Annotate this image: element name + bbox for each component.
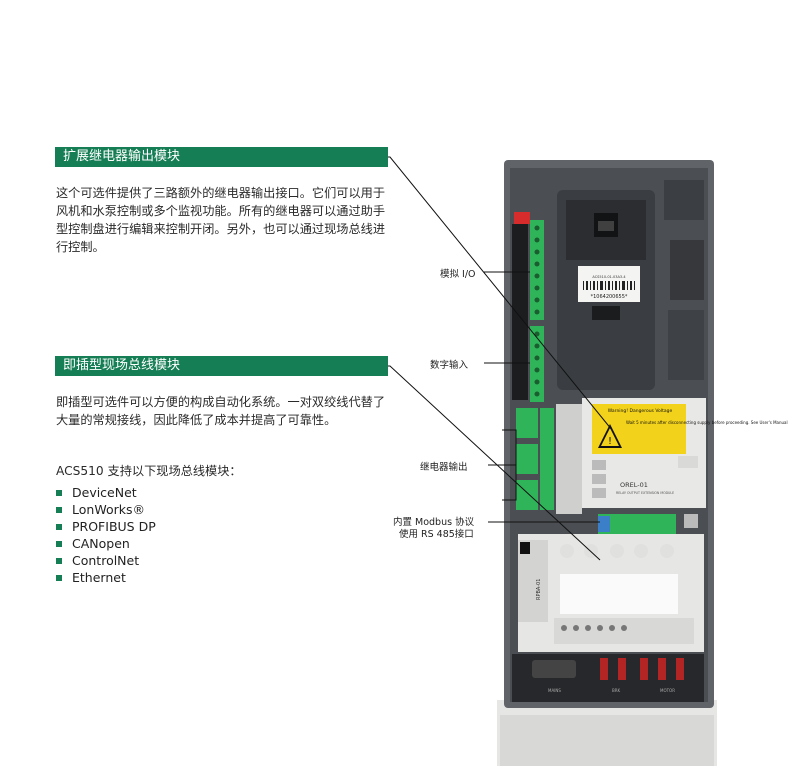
list-item: CANopen [56, 535, 156, 552]
relay-terminals [516, 404, 582, 514]
warning-title: Warning! Dangerous Voltage [608, 408, 673, 414]
warning-text: Wait 5 minutes after disconnecting suppl… [626, 420, 788, 425]
svg-text:!: ! [608, 436, 612, 447]
list-item: ControlNet [56, 552, 156, 569]
dip-switch [514, 212, 530, 224]
bullet-icon [56, 489, 62, 496]
bullet-icon [56, 540, 62, 547]
fieldbus-module-description: 即插型可选件可以方便的构成自动化系统。一对双绞线代替了大量的常规接线，因此降低了… [56, 395, 386, 427]
bullet-icon [56, 506, 62, 513]
rpba-module [518, 534, 704, 652]
list-item: Ethernet [56, 569, 156, 586]
modbus-terminal [598, 514, 676, 534]
label-motor: MOTOR [660, 688, 675, 693]
bullet-icon [56, 523, 62, 530]
terminal-strip-digital [530, 326, 544, 402]
fieldbus-list: DeviceNet LonWorks® PROFIBUS DP CANopen … [56, 484, 156, 586]
leader-lines [388, 156, 613, 561]
callout-digital-input: 数字输入 [430, 360, 469, 371]
orel-label: OREL-01 [620, 481, 648, 489]
section-title-relay-module: 扩展继电器输出模块 [55, 147, 388, 167]
panel-dock [557, 190, 655, 390]
fieldbus-list-intro: ACS510 支持以下现场总线模块： [56, 464, 242, 478]
callout-analog-io: 模拟 I/O [440, 269, 476, 280]
barcode-small: ACS510-01-03A3-4 [592, 275, 626, 279]
warning-label [592, 404, 686, 454]
leader-relay-module [388, 156, 613, 431]
drive-base [497, 700, 717, 766]
rj45-port [594, 213, 618, 237]
barcode-label [578, 266, 640, 302]
section-title-fieldbus-module: 即插型现场总线模块 [55, 356, 388, 376]
bullet-icon [56, 574, 62, 581]
orel-sub: RELAY OUTPUT EXTENSION MODULE [616, 491, 674, 495]
label-brk: BRK [612, 688, 621, 693]
rpba-label: RPBA-01 [536, 579, 542, 600]
drive-housing [504, 160, 714, 708]
callout-relay-output: 继电器输出 [420, 462, 468, 473]
label-mains: MAINS [548, 688, 561, 693]
barcode-text: *1064200655* [591, 294, 628, 300]
callout-modbus-line2: 使用 RS 485接口 [399, 529, 474, 540]
list-item: DeviceNet [56, 484, 156, 501]
list-item: PROFIBUS DP [56, 518, 156, 535]
list-item: LonWorks® [56, 501, 156, 518]
orel-module [582, 398, 706, 508]
relay-module-description: 这个可选件提供了三路额外的继电器输出接口。它们可以用于风机和水泵控制或多个监视功… [56, 186, 386, 254]
bullet-icon [56, 557, 62, 564]
terminal-strip-analog [530, 220, 544, 320]
